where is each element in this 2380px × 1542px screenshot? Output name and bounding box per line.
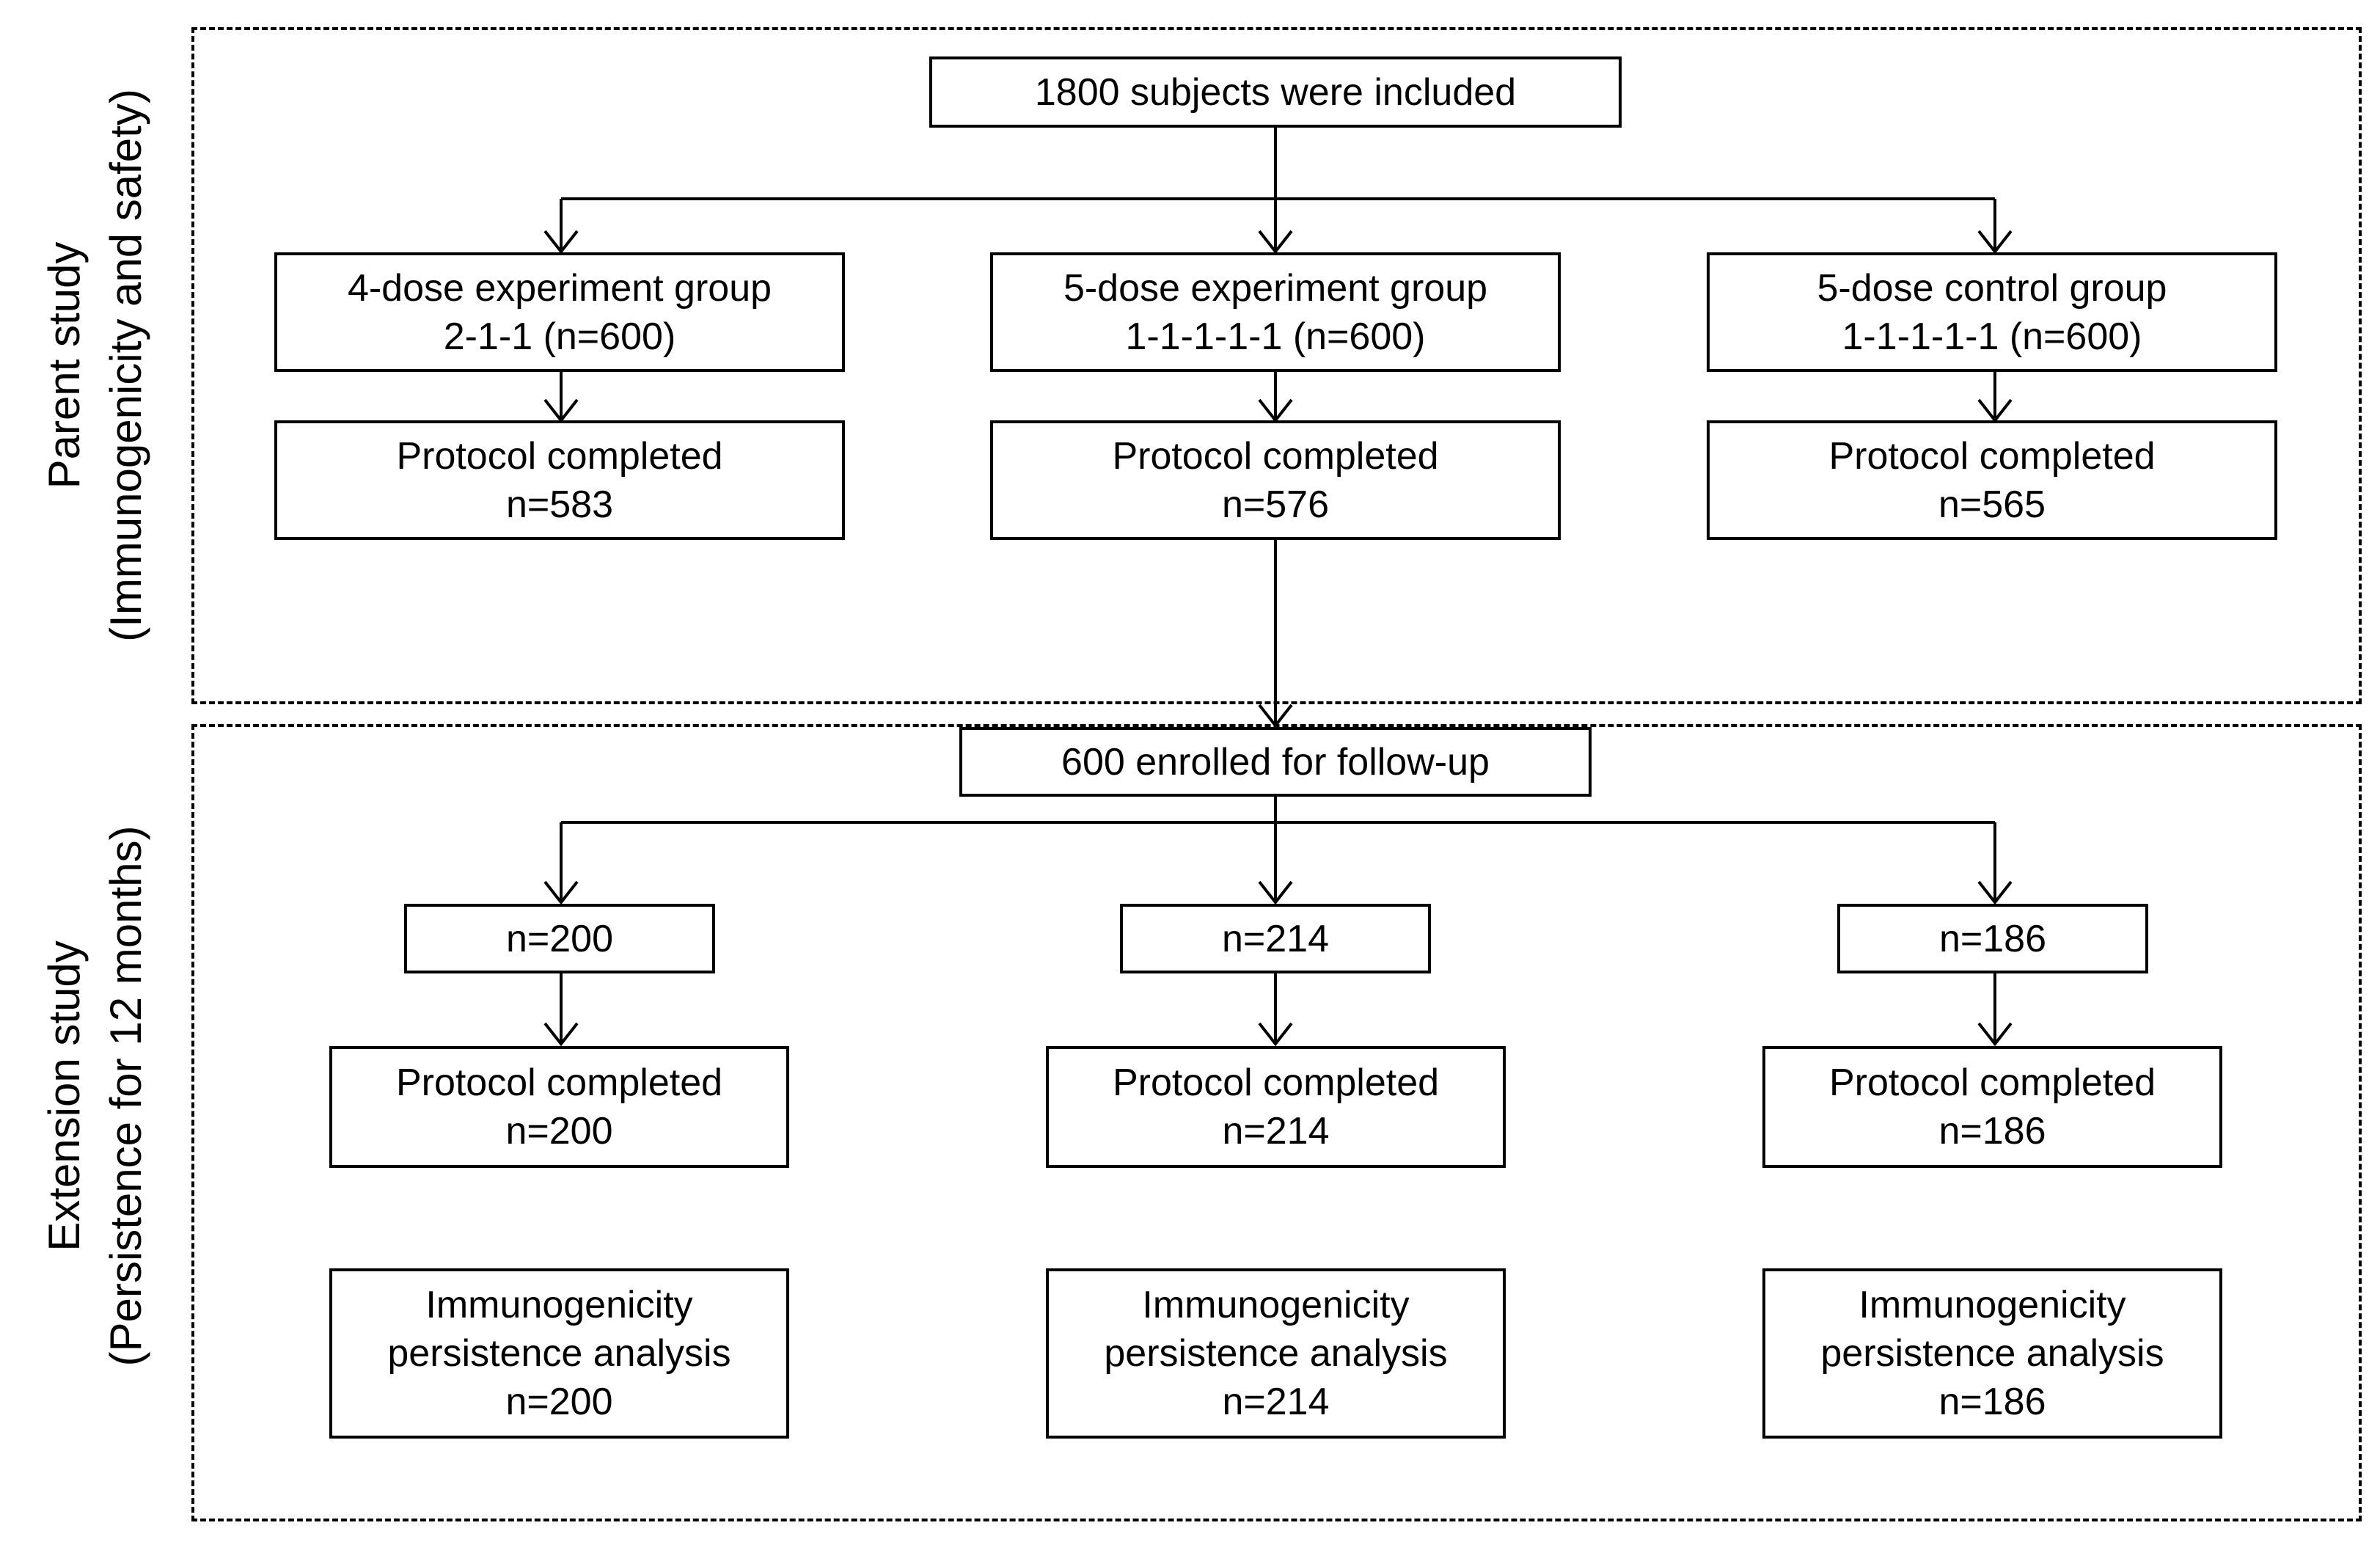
group-box: 4-dose experiment group 2-1-1 (n=600): [274, 252, 845, 372]
analysis-title: Immunogenicity: [1142, 1284, 1410, 1326]
arrowhead: [1977, 230, 2013, 255]
analysis-subtitle: persistence analysis: [1104, 1332, 1448, 1375]
analysis-title: Immunogenicity: [425, 1284, 693, 1326]
protocol-completed-box: Protocol completed n=186: [1762, 1046, 2222, 1168]
group-schedule: 2-1-1 (n=600): [443, 315, 676, 358]
parent-study-section: [191, 27, 2362, 704]
protocol-completed-count: n=200: [505, 1110, 613, 1152]
protocol-completed-count: n=576: [1221, 483, 1330, 526]
extension-study-section: [191, 724, 2362, 1521]
follow-up-box: 600 enrolled for follow-up: [959, 727, 1592, 797]
protocol-completed-box: Protocol completed n=565: [1707, 420, 2277, 540]
persistence-analysis-box: Immunogenicity persistence analysis n=21…: [1046, 1268, 1506, 1439]
protocol-completed-label: Protocol completed: [1828, 1062, 2156, 1104]
arrowhead: [543, 1022, 579, 1047]
arrowhead: [543, 230, 579, 255]
enrolled-count: n=200: [505, 917, 614, 960]
enrolled-count: n=186: [1938, 917, 2047, 960]
enrolled-count-box: n=186: [1837, 904, 2148, 973]
protocol-completed-count: n=214: [1222, 1110, 1330, 1152]
group-schedule: 1-1-1-1-1 (n=600): [1125, 315, 1426, 358]
parent-study-title: Parent study: [40, 241, 89, 489]
extension-study-label: Extension study (Persistence for 12 mont…: [34, 826, 157, 1367]
subjects-included-box: 1800 subjects were included: [929, 56, 1622, 128]
arrowhead: [1258, 1022, 1293, 1047]
arrowhead: [1977, 880, 2013, 905]
protocol-completed-count: n=186: [1938, 1110, 2046, 1152]
protocol-completed-label: Protocol completed: [1112, 434, 1439, 478]
subjects-included-text: 1800 subjects were included: [1034, 70, 1517, 114]
arrowhead: [1977, 1022, 2013, 1047]
protocol-completed-count: n=565: [1938, 483, 2046, 526]
protocol-completed-label: Protocol completed: [1112, 1062, 1440, 1104]
group-schedule: 1-1-1-1-1 (n=600): [1842, 315, 2142, 358]
parent-study-label: Parent study (Immunogenicity and safety): [34, 89, 157, 642]
protocol-completed-box: Protocol completed n=214: [1046, 1046, 1506, 1168]
analysis-subtitle: persistence analysis: [387, 1332, 731, 1375]
extension-study-title: Extension study: [40, 940, 89, 1251]
persistence-analysis-box: Immunogenicity persistence analysis n=18…: [1762, 1268, 2222, 1439]
enrolled-count-box: n=214: [1120, 904, 1431, 973]
arrowhead: [1258, 880, 1293, 905]
arrowhead: [1258, 230, 1293, 255]
extension-study-subtitle: (Persistence for 12 months): [101, 825, 150, 1367]
analysis-count: n=214: [1222, 1381, 1330, 1423]
enrolled-count: n=214: [1221, 917, 1330, 960]
group-title: 5-dose control group: [1817, 266, 2167, 310]
analysis-subtitle: persistence analysis: [1820, 1332, 2164, 1375]
protocol-completed-label: Protocol completed: [1828, 434, 2156, 478]
analysis-count: n=186: [1938, 1381, 2046, 1423]
protocol-completed-label: Protocol completed: [395, 1062, 723, 1104]
follow-up-text: 600 enrolled for follow-up: [1061, 740, 1490, 783]
arrowhead: [543, 880, 579, 905]
protocol-completed-label: Protocol completed: [396, 434, 723, 478]
group-box: 5-dose control group 1-1-1-1-1 (n=600): [1707, 252, 2277, 372]
protocol-completed-box: Protocol completed n=576: [990, 420, 1561, 540]
protocol-completed-count: n=583: [505, 483, 614, 526]
parent-study-subtitle: (Immunogenicity and safety): [101, 89, 150, 642]
group-title: 4-dose experiment group: [347, 266, 772, 310]
group-title: 5-dose experiment group: [1063, 266, 1488, 310]
group-box: 5-dose experiment group 1-1-1-1-1 (n=600…: [990, 252, 1561, 372]
protocol-completed-box: Protocol completed n=583: [274, 420, 845, 540]
analysis-title: Immunogenicity: [1859, 1284, 2126, 1326]
protocol-completed-box: Protocol completed n=200: [329, 1046, 789, 1168]
persistence-analysis-box: Immunogenicity persistence analysis n=20…: [329, 1268, 789, 1439]
enrolled-count-box: n=200: [404, 904, 715, 973]
analysis-count: n=200: [505, 1381, 613, 1423]
